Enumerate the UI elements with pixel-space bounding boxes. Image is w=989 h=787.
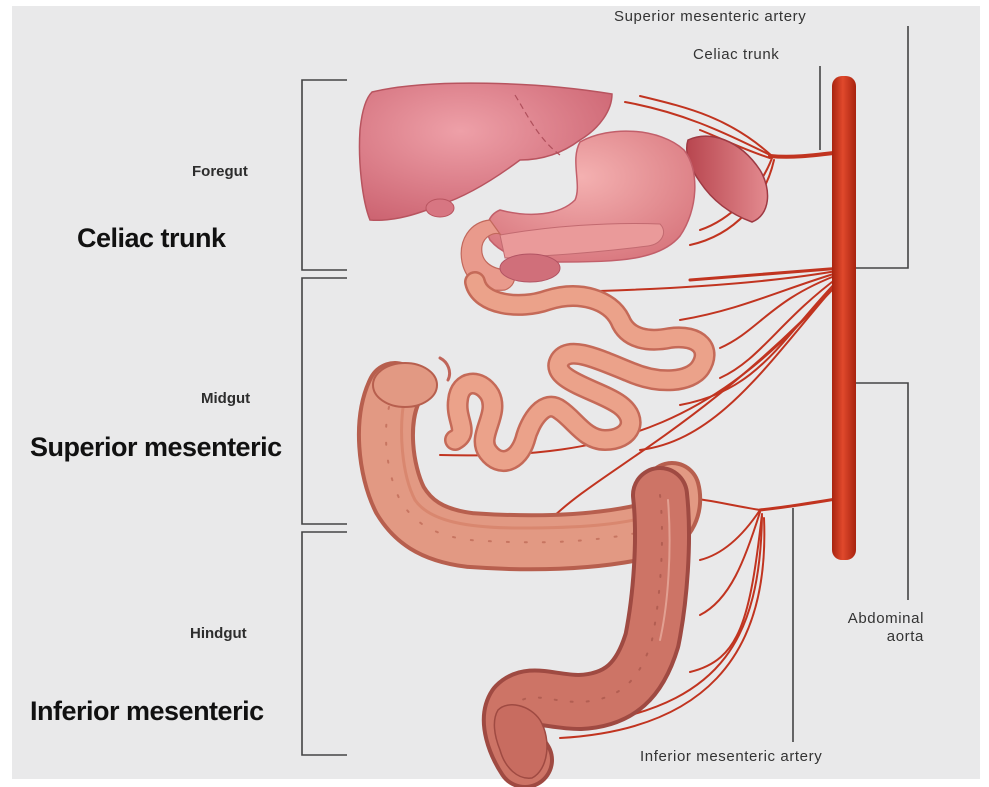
abdominal-aorta-label-line1: Abdominal [848,610,924,628]
midgut-bracket [302,278,347,524]
celiac-trunk-top-label: Celiac trunk [693,46,779,63]
abdominal-aorta-label-line2: aorta [848,628,924,646]
hindgut-bracket [302,532,347,755]
superior-mesenteric-artery-label: Superior mesenteric artery [614,8,806,25]
inferior-mesenteric-artery-label: Inferior mesenteric artery [640,748,822,765]
abdominal-aorta-leader [848,383,908,600]
celiac-trunk-left-label: Celiac trunk [77,223,226,254]
foregut-bracket [302,80,347,270]
gallbladder [426,199,454,217]
hindgut-label: Hindgut [190,625,247,642]
foregut-label: Foregut [192,163,248,180]
abdominal-aorta-label: Abdominal aorta [848,610,924,646]
liver [359,83,612,220]
inferior-mesenteric-left-label: Inferior mesenteric [30,696,264,727]
spleen [687,136,768,222]
region-brackets [302,80,347,755]
abdominal-aorta [832,76,856,560]
superior-mesenteric-left-label: Superior mesenteric [30,432,282,463]
midgut-label: Midgut [201,390,250,407]
